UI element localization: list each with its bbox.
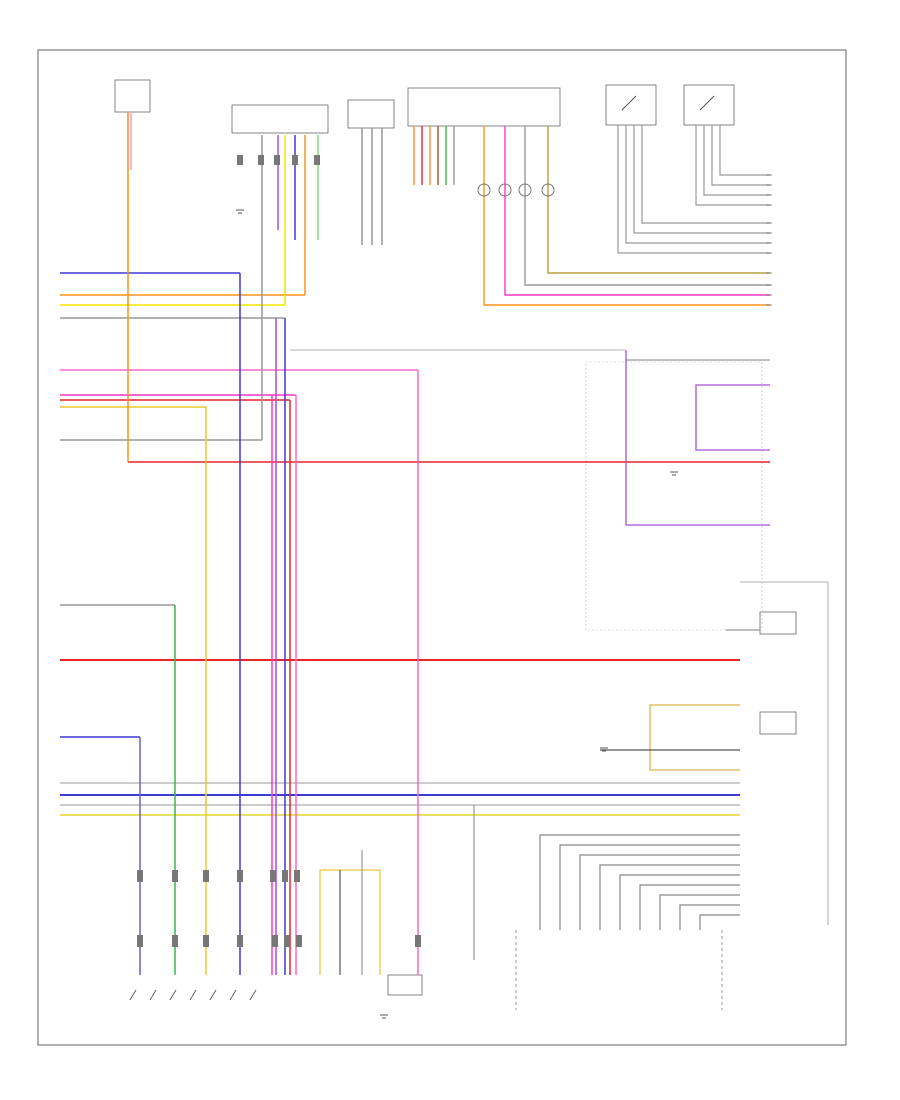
- tw-6: [639, 884, 740, 930]
- sc-wire-pink-loop: [504, 126, 770, 296]
- sw-wire-7: [711, 125, 770, 186]
- tw-8: [679, 904, 740, 930]
- transmission-wires: [515, 834, 740, 1010]
- ground-symbol-top: [236, 209, 244, 214]
- marker-row-top-4: [292, 155, 298, 165]
- marker-row-bot-10: [203, 935, 209, 947]
- sensor-wire-yellow: [319, 869, 381, 975]
- ground-symbol-bottom: [380, 1014, 388, 1019]
- steering-connector-wires: [413, 126, 770, 306]
- bsw-7: [249, 989, 257, 1001]
- horizontal-wires: [60, 272, 770, 816]
- steering-connector-circles: [477, 183, 555, 197]
- bsw-6: [229, 989, 237, 1001]
- tw-3: [579, 854, 740, 930]
- marker-row-bot-14: [296, 935, 302, 947]
- switch-symbol-left: [621, 95, 637, 111]
- marker-row-bot-15: [415, 935, 421, 947]
- sw-wire-2: [625, 125, 770, 244]
- marker-row-bot-8: [137, 935, 143, 947]
- marker-row-bot-3: [203, 870, 209, 882]
- rs-wire-violet-2: [625, 350, 770, 526]
- diagram-frame: [37, 49, 847, 1046]
- bsw-2: [149, 989, 157, 1001]
- small-module-right-1: [759, 611, 797, 635]
- sc-circle-3: [518, 183, 532, 197]
- connector-markers: [137, 155, 421, 947]
- tw-2: [559, 844, 740, 930]
- control-module-top-left: [231, 104, 329, 134]
- sw-wire-8: [719, 125, 770, 176]
- marker-row-top-5: [314, 155, 320, 165]
- marker-row-bot-4: [237, 870, 243, 882]
- marker-row-bot-9: [172, 935, 178, 947]
- switch-wires: [617, 125, 770, 254]
- marker-row-top-1: [237, 155, 243, 165]
- sc-wire-gray-loop: [524, 126, 770, 286]
- ground-symbols: [236, 209, 678, 1019]
- sw-wire-5: [695, 125, 770, 206]
- rs-wire-gray-frame: [740, 581, 829, 925]
- marker-row-bot-7: [294, 870, 300, 882]
- bsw-3: [169, 989, 177, 1001]
- marker-row-bot-6: [282, 870, 288, 882]
- right-pin-ticks: [766, 174, 772, 306]
- sc-wire-olive-loop: [547, 126, 770, 274]
- sw-wire-4: [641, 125, 770, 224]
- ground-symbol-right: [600, 747, 608, 752]
- sensor-wires: [319, 805, 475, 975]
- bsw-4: [189, 989, 197, 1001]
- rs-wire-violet: [695, 384, 770, 451]
- sc-circle-1: [477, 183, 491, 197]
- sc-circle-4: [541, 183, 555, 197]
- sw-wire-6: [703, 125, 770, 196]
- rs-wire-olive: [649, 704, 740, 771]
- switch-box-left: [605, 84, 657, 126]
- bsw-5: [209, 989, 217, 1001]
- ground-symbol-mid: [670, 471, 678, 476]
- marker-row-bot-5: [270, 870, 276, 882]
- sw-wire-1: [617, 125, 770, 254]
- control-module-top-center: [347, 99, 395, 129]
- tw-4: [599, 864, 740, 930]
- tw-5: [619, 874, 740, 930]
- vertical-wires: [127, 112, 419, 975]
- transmission-sensor-housing: [387, 974, 423, 996]
- switch-symbols: [621, 95, 715, 111]
- marker-row-bot-13: [284, 935, 290, 947]
- bsw-1: [129, 989, 137, 1001]
- bottom-switch-row: [129, 989, 257, 1001]
- marker-row-bot-2: [172, 870, 178, 882]
- tw-7: [659, 894, 740, 930]
- switch-box-right: [683, 84, 735, 126]
- steering-column-module: [407, 87, 561, 127]
- marker-row-top-2: [258, 155, 264, 165]
- sw-wire-3: [633, 125, 770, 234]
- marker-row-bot-1: [137, 870, 143, 882]
- dashed-region-right: [585, 361, 763, 631]
- tw-1: [539, 834, 740, 930]
- marker-row-bot-11: [237, 935, 243, 947]
- sc-circle-2: [498, 183, 512, 197]
- marker-row-bot-12: [272, 935, 278, 947]
- small-module-right-2: [759, 711, 797, 735]
- switch-symbol-right: [699, 95, 715, 111]
- fuse-box-component: [114, 79, 151, 113]
- sc-wire-orange-loop: [483, 126, 770, 306]
- tw-9: [699, 914, 740, 930]
- right-side-wires: [600, 350, 829, 925]
- marker-row-top-3: [274, 155, 280, 165]
